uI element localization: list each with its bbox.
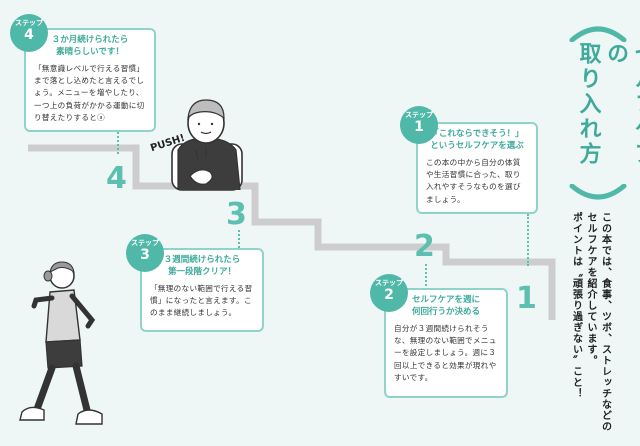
connector-step-2 [425,264,427,286]
connector-step-3 [238,230,240,248]
step-1-body: この本の中から自分の体質や生活習慣に合った、取り入れやすそうなものを選びましょう… [426,157,521,204]
step-1-title: 「これならできそう！」というセルフケアを選ぶ [430,129,524,152]
connector-step-1 [527,214,529,266]
walking-woman-illustration [19,261,103,425]
step-4-title: ３か月続けられたら素晴らしいです！ [51,35,129,58]
intro-text: この本では、食事、ツボ、ストレッチなどのセルフケアを紹介しています。ポイントは〝… [570,212,611,432]
step-2-title: セルフケアを週に何回行うか決める [411,295,480,318]
step-1-card: 「これならできそう！」というセルフケアを選ぶ この本の中から自分の体質や生活習慣… [416,122,538,214]
title-bracket-bottom [569,184,627,200]
title-bracket-top [569,26,627,42]
step-4-body: 「無意識レベルで行える習慣」まで落とし込めたと言えるでしょう。メニューを増やした… [34,63,145,122]
step-4-card: ３か月続けられたら素晴らしいです！ 「無意識レベルで行える習慣」まで落とし込めた… [24,28,156,132]
page-title: セルフケアの取り入れ方 [575,42,640,167]
step-3-body: 「無理のない範囲で行える習慣」になったと言えます。このまま継続しましょう。 [150,283,253,318]
pushing-person-illustration [171,99,243,191]
step-3-title: ３週間続けられたら第一段階クリア！ [163,255,241,278]
stair-number-3: 3 [226,197,247,232]
stair-number-1: 1 [516,281,537,316]
step-2-card: セルフケアを週に何回行うか決める 自分が３週間続けられそうな、無理のない範囲でメ… [384,288,508,398]
connector-step-4 [117,132,119,154]
stair-number-4: 4 [106,161,127,196]
step-2-body: 自分が３週間続けられそうな、無理のない範囲でメニューを設定しましょう。週に３回以… [394,323,497,382]
stair-number-2: 2 [414,229,435,264]
